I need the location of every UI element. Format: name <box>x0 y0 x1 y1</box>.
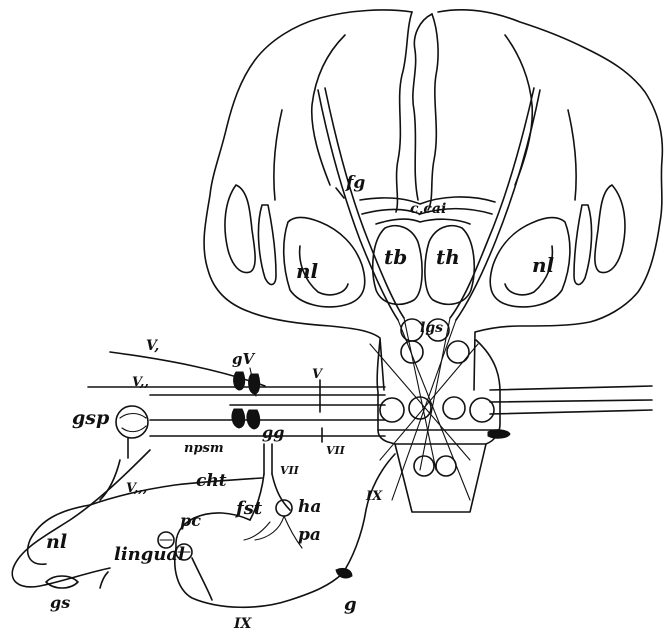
label-pc: pc <box>180 511 201 530</box>
nerve-trunks <box>88 380 652 442</box>
label-tb: tb <box>384 245 407 269</box>
label-ix-lower: IX <box>233 616 253 632</box>
label-v111: V,,, <box>126 481 147 496</box>
label-nl-left: nl <box>296 259 319 283</box>
label-g-lower: g <box>344 594 357 615</box>
label-lingual: lingual <box>114 544 185 565</box>
label-cht: cht <box>196 471 227 491</box>
label-fg: fg <box>345 173 365 193</box>
label-v1: V, <box>146 338 159 354</box>
label-vii-right: VII <box>326 444 346 457</box>
label-nl-right: nl <box>532 253 555 277</box>
label-v11: V,, <box>132 375 149 390</box>
label-lgs: lgs <box>420 320 443 336</box>
label-ha: ha <box>298 497 321 517</box>
label-fst: fst <box>234 498 263 519</box>
label-nl-lower: nl <box>46 531 67 553</box>
label-gg: gg <box>262 423 284 442</box>
label-gs: gs <box>50 593 70 612</box>
facial-branches <box>244 444 302 548</box>
label-v-trunk: V <box>312 367 324 382</box>
mandibular-outline <box>12 450 150 588</box>
label-vii-small: VII <box>280 464 300 477</box>
basal-ganglia-left <box>225 185 365 307</box>
label-gV: gV <box>232 350 255 368</box>
gsp-ganglion <box>116 406 148 458</box>
labels: fg c,cai nl tb th nl lgs V, gV V V,, gsp… <box>46 173 555 632</box>
label-gsp: gsp <box>72 407 110 429</box>
label-pa: pa <box>298 525 321 545</box>
label-npsm: npsm <box>184 441 224 456</box>
label-th: th <box>436 245 460 269</box>
chorda-lingual <box>90 454 395 607</box>
label-ix-upper: IX <box>365 489 383 504</box>
label-c-cai: c,cai <box>410 201 446 217</box>
